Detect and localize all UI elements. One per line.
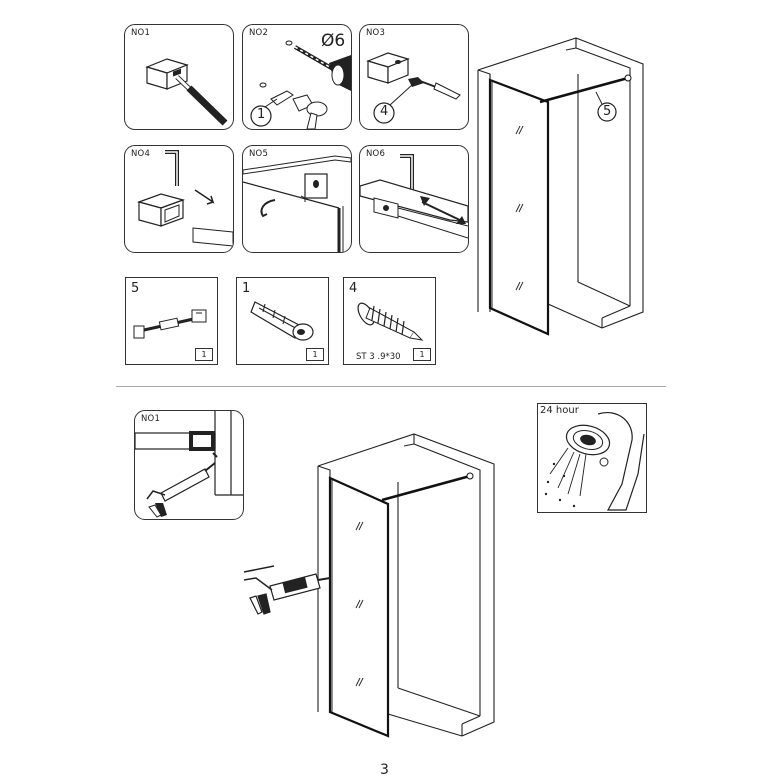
wall-plug-part-illustration [250,301,314,341]
step-no5-label: NO5 [249,149,269,159]
part-number: 4 [349,281,358,296]
step-no4-label: NO4 [131,149,151,159]
step-no3-label: NO3 [366,28,386,38]
screw-spec-label: ST 3 .9*30 [356,352,401,362]
part-number: 1 [242,281,251,296]
callout-part-4: 4 [380,104,389,119]
section-divider [116,386,666,387]
part-qty: 1 [413,348,431,361]
step-no2-panel: NO2 Ø6 1 [242,24,352,130]
part-1-box: 1 1 [236,277,329,365]
step-no2-label: NO2 [249,28,269,38]
wait-time-box: 24 hour [537,403,647,513]
callout-part-1: 1 [257,107,266,122]
screw-bracket-illustration [366,52,461,124]
step-no6-panel: NO6 [359,145,469,253]
part-qty: 1 [306,348,324,361]
step-no4-panel: NO4 [124,145,234,253]
bracket-bar-illustration [243,155,351,252]
wait-time-label: 24 hour [540,405,579,416]
shower-head-illustration [544,412,645,511]
cartridge-label: mastic [285,572,302,581]
sealant-detail-panel: NO1 [134,410,244,520]
part-qty: 1 [195,348,213,361]
page-number: 3 [380,762,389,778]
step-no1-panel: NO1 [124,24,234,130]
part-number: 5 [131,281,140,296]
bar-adjust-illustration [360,154,468,239]
sealant-detail-illustration [135,411,243,518]
bracket-screwdriver-illustration [145,58,228,126]
wall-bar-part-illustration [133,309,207,339]
step-no6-label: NO6 [366,149,386,159]
step-no5-panel: NO5 [242,145,352,253]
step-no3-panel: NO3 4 [359,24,469,130]
drill-size-label: Ø6 [321,31,346,51]
screw-part-illustration [357,302,424,341]
sealant-step-label: NO1 [141,414,161,424]
part-5-box: 5 1 [125,277,218,365]
callout-part-5: 5 [603,104,612,119]
part-4-box: 4 ST 3 .9*30 1 [343,277,436,365]
step-no1-label: NO1 [131,28,151,38]
drill-hammer-illustration [250,40,351,129]
bracket-allen-key-illustration [137,150,233,247]
